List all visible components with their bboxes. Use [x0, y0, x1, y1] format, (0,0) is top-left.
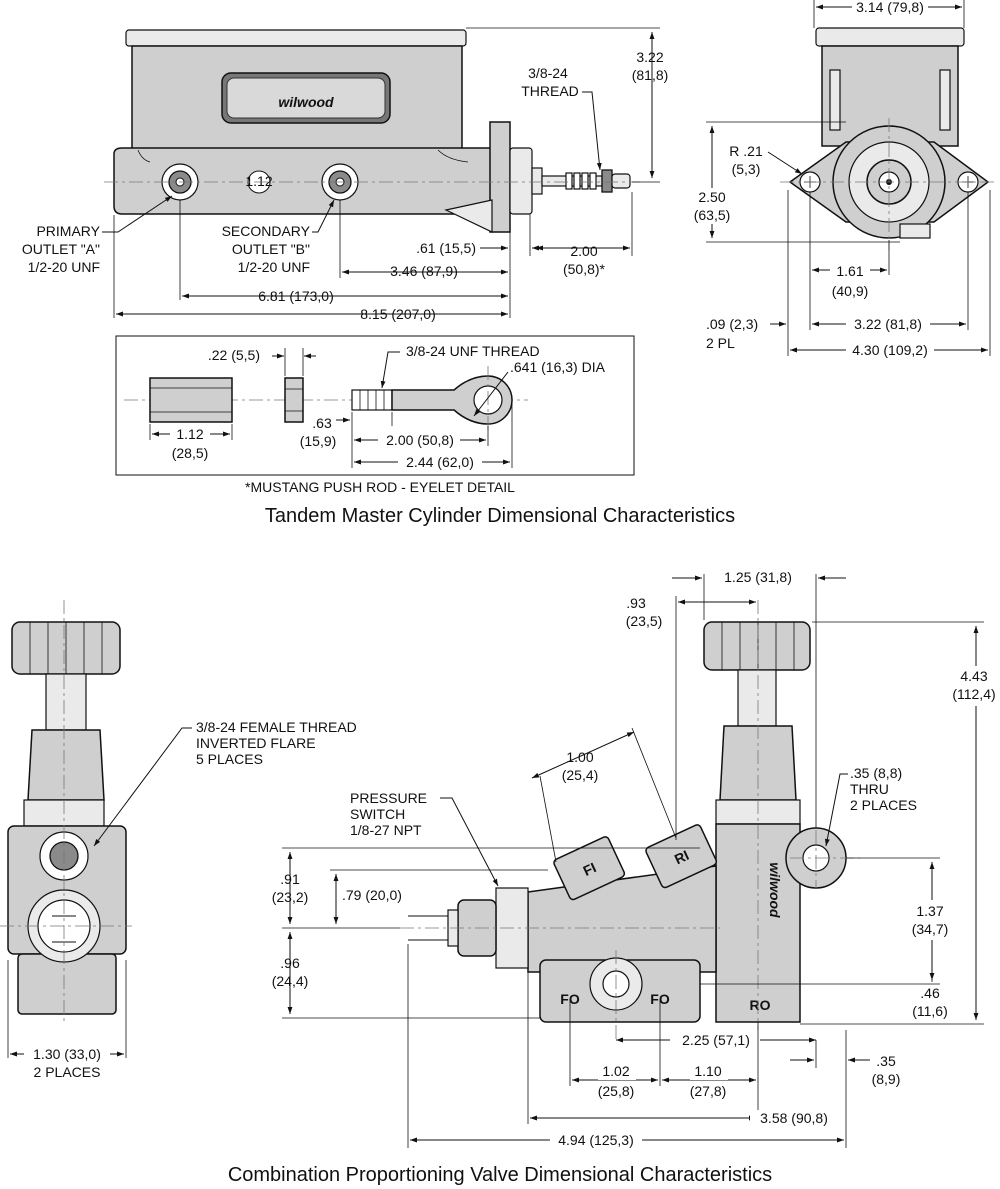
port-ri: RI — [672, 847, 691, 867]
radius-in: R .21 — [729, 143, 763, 159]
thread-label: 3/8-24 — [528, 65, 568, 81]
port-fo-right: FO — [650, 991, 670, 1007]
dim-100-in: 1.00 — [566, 749, 593, 765]
dim-250-in: 2.50 — [698, 189, 725, 205]
pushrod-thread-label: 3/8-24 UNF THREAD — [406, 343, 540, 359]
dim-443-in: 4.43 — [960, 668, 987, 684]
spacer-length-mm: (28,5) — [172, 445, 209, 461]
height-mm: (81,8) — [632, 67, 669, 83]
dim-314: 3.14 (79,8) — [856, 0, 924, 15]
logo-text: wilwood — [278, 94, 334, 110]
hole-places: 2 PLACES — [850, 797, 917, 813]
pushrod-note: *MUSTANG PUSH ROD - EYELET DETAIL — [245, 479, 515, 495]
dim-102-mm: (25,8) — [598, 1083, 635, 1099]
master-cylinder-caption: Tandem Master Cylinder Dimensional Chara… — [265, 505, 735, 527]
pressure-switch-thread: 1/8-27 NPT — [350, 822, 422, 838]
dim-093-mm: (23,5) — [626, 613, 663, 629]
dim-346: 3.46 (87,9) — [390, 263, 458, 279]
pushrod-thread — [565, 172, 597, 190]
spacer-length-in: 1.12 — [176, 426, 203, 442]
dim-100-mm: (25,4) — [562, 767, 599, 783]
dim-161-in: 1.61 — [836, 263, 863, 279]
height-in: 3.22 — [636, 49, 663, 65]
secondary-outlet-label: OUTLET "B" — [232, 241, 310, 257]
dim-093-in: .93 — [626, 595, 646, 611]
dim-110-in: 1.10 — [694, 1063, 721, 1079]
dim-200-mm: (50,8)* — [563, 261, 606, 277]
dim-358: 3.58 (90,8) — [760, 1110, 828, 1126]
dim-009: .09 (2,3) — [706, 316, 758, 332]
dim-096-in: .96 — [280, 955, 300, 971]
valve-thread-flare: INVERTED FLARE — [196, 735, 316, 751]
dim-225: 2.25 (57,1) — [682, 1032, 750, 1048]
dim-137-mm: (34,7) — [912, 921, 949, 937]
dim-681: 6.81 (173,0) — [258, 288, 334, 304]
dim-430: 4.30 (109,2) — [852, 342, 928, 358]
dim-061: .61 (15,5) — [416, 240, 476, 256]
valve-logo: wilwood — [767, 862, 783, 918]
rod-length: 2.00 (50,8) — [386, 432, 454, 448]
nut-width: .22 (5,5) — [208, 347, 260, 363]
dim-161-mm: (40,9) — [832, 283, 869, 299]
dim-091-mm: (23,2) — [272, 889, 309, 905]
pressure-switch-label-2: SWITCH — [350, 806, 405, 822]
port-ro: RO — [750, 997, 771, 1013]
valve-thread-places: 5 PLACES — [196, 751, 263, 767]
dim-137-in: 1.37 — [916, 903, 943, 919]
dim-125: 1.25 (31,8) — [724, 569, 792, 585]
dim-250-mm: (63,5) — [694, 207, 731, 223]
rod-overall-length: 2.44 (62,0) — [406, 454, 474, 470]
thread-length-in: .63 — [312, 415, 332, 431]
eyelet-diameter: .641 (16,3) DIA — [510, 359, 606, 375]
end-view-dimensions: 3.14 (79,8) R .21 (5,3) 2.50 (63,5) 1.61… — [690, 0, 991, 358]
dim-046-in: .46 — [920, 985, 940, 1001]
port-fo-left: FO — [560, 991, 580, 1007]
valve-caption: Combination Proportioning Valve Dimensio… — [228, 1164, 772, 1186]
dim-815: 8.15 (207,0) — [360, 306, 436, 322]
thread-length-mm: (15,9) — [300, 433, 337, 449]
dim-079: .79 (20,0) — [342, 887, 402, 903]
side-width-places: 2 PLACES — [34, 1064, 101, 1080]
hole-thru: THRU — [850, 781, 889, 797]
master-cylinder-end-view — [780, 27, 995, 250]
secondary-thread: 1/2-20 UNF — [238, 259, 310, 275]
radius-mm: (5,3) — [732, 161, 761, 177]
pressure-switch-label: PRESSURE — [350, 790, 427, 806]
thread-label-2: THREAD — [521, 83, 579, 99]
valve-thread-label: 3/8-24 FEMALE THREAD — [196, 719, 357, 735]
dim-200-in: 2.00 — [570, 243, 597, 259]
dim-091-in: .91 — [280, 871, 300, 887]
hole-dia: .35 (8,8) — [850, 765, 902, 781]
pushrod-detail: 1.12 (28,5) .22 (5,5) 3/8-24 UNF THREAD … — [115, 335, 635, 476]
dim-443-mm: (112,4) — [952, 686, 995, 702]
master-cylinder-dimensions: 3.22 (81,8) 3/8-24 THREAD PRIMARY OUTLET… — [22, 32, 668, 322]
dim-035-in: .35 — [876, 1053, 896, 1069]
valve-front-view: wilwood FI RI FO FO RO — [400, 600, 860, 1040]
valve-side-view: 1.30 (33,0) 2 PLACES 3/8-24 FEMALE THREA… — [0, 600, 357, 1080]
primary-thread: 1/2-20 UNF — [28, 259, 100, 275]
dim-494: 4.94 (125,3) — [558, 1132, 634, 1148]
port-fi: FI — [581, 859, 599, 879]
valve-dimensions: 1.25 (31,8) .93 (23,5) 4.43 (112,4) 1.00… — [272, 569, 1000, 1148]
dim-102-in: 1.02 — [602, 1063, 629, 1079]
bolt-size-label: 1.12 — [245, 173, 272, 189]
side-width: 1.30 (33,0) — [33, 1046, 101, 1062]
dim-046-mm: (11,6) — [912, 1003, 948, 1019]
dim-110-mm: (27,8) — [690, 1083, 727, 1099]
dim-009-places: 2 PL — [706, 335, 735, 351]
primary-label: PRIMARY — [36, 223, 100, 239]
dim-035-mm: (8,9) — [872, 1071, 901, 1087]
secondary-label: SECONDARY — [222, 223, 311, 239]
dim-322: 3.22 (81,8) — [854, 316, 922, 332]
primary-outlet-label: OUTLET "A" — [22, 241, 100, 257]
dim-096-mm: (24,4) — [272, 973, 309, 989]
master-cylinder-side-view: wilwood 1.12 — [104, 27, 660, 318]
